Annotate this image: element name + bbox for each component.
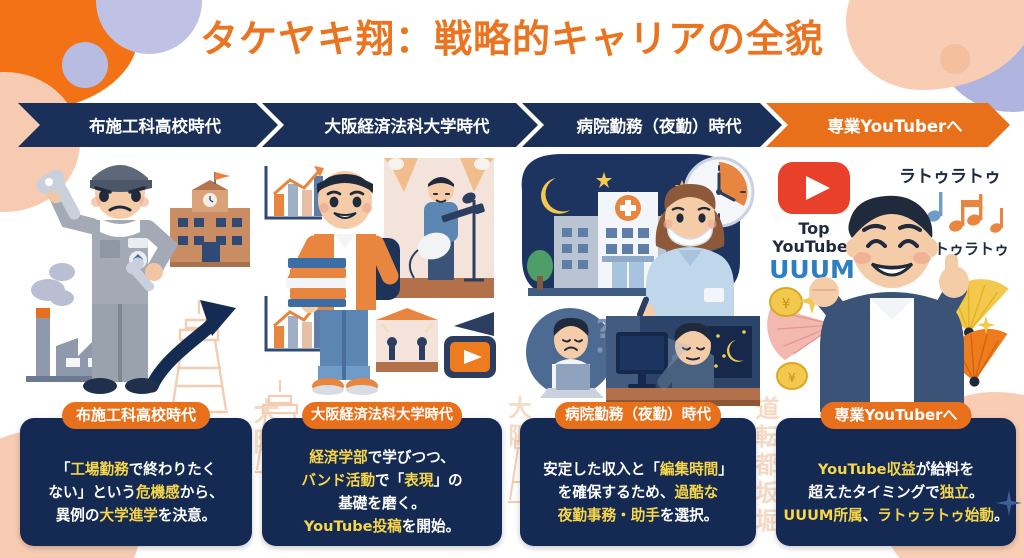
timeline-step-0-label: 布施工科高校時代	[89, 117, 221, 136]
caption-line: 「工場勤務で終わりたく	[56, 458, 217, 481]
caption-text: 「	[55, 460, 71, 478]
caption-badge-3: 専業YouTuberへ	[820, 402, 972, 429]
caption-text: を選択。	[659, 506, 719, 524]
caption-highlight: ラトゥラトゥ始動	[877, 506, 995, 524]
stage-icon	[376, 308, 438, 372]
caption-card-2: 病院勤務（夜勤）時代 安定した収入と「編集時間」を確保するため、過酷な夜勤事務・…	[520, 402, 756, 546]
caption-body-1: 経済学部で学びつつ、バンド活動で「表現」の基礎を磨く。YouTube投稿を開始。	[270, 444, 494, 540]
top-youtuber-label-line1: Top	[798, 219, 829, 238]
caption-body-3: YouTube収益が給料を超えたタイミングで独立。UUUM所属、ラトゥラトゥ始動…	[783, 444, 1008, 540]
caption-text: が給料を	[915, 460, 975, 478]
caption-text: 。	[994, 506, 1009, 524]
svg-text:¥: ¥	[782, 297, 790, 312]
tired-person-desktop-icon	[606, 316, 760, 406]
page-title: タケヤキ翔：戦略的キャリアの全貌	[199, 17, 824, 61]
caption-highlight: 工場勤務	[70, 460, 129, 478]
caption-text: を開始。	[401, 518, 461, 535]
worried-person-laptop-icon: ?	[526, 308, 614, 398]
caption-line: UUUM所属、ラトゥラトゥ始動。	[783, 504, 1008, 527]
caption-highlight: 編集時間	[659, 460, 719, 478]
svg-text:¥: ¥	[788, 371, 796, 385]
caption-body-0: 「工場勤務で終わりたくない」という危機感から、異例の大学進学を決意。	[28, 444, 244, 540]
caption-text: 安定した収入と「	[543, 460, 660, 478]
masked-nurse-icon	[637, 184, 734, 320]
student-with-books-icon	[286, 171, 400, 395]
caption-text: 異例の	[55, 506, 100, 524]
music-note-icon	[927, 192, 1003, 233]
caption-highlight: 危機感	[135, 483, 180, 501]
illustration-university-student	[264, 158, 496, 395]
caption-highlight: 経済学部	[309, 449, 368, 466]
top-youtuber-label-line2: YouTuber	[771, 237, 855, 256]
timeline-step-3-label: 専業YouTuberへ	[827, 117, 963, 136]
ratoura-label-top: ラトゥラトゥ	[899, 167, 1001, 187]
thumbs-up-man-icon	[809, 195, 969, 412]
caption-highlight: 独立	[939, 483, 969, 501]
caption-card-1: 大阪経済法科大学時代 経済学部で学びつつ、バンド活動で「表現」の基礎を磨く。Yo…	[262, 402, 502, 546]
caption-text: を確保するため、	[557, 483, 675, 501]
guitarist-on-stage-icon	[384, 158, 494, 298]
caption-line: を確保するため、過酷な	[558, 481, 719, 504]
caption-highlight: バンド活動	[301, 472, 376, 489]
caption-text: で終わりたく	[128, 460, 217, 478]
caption-line: 異例の大学進学を決意。	[56, 504, 217, 527]
timeline-step-3[interactable]: 専業YouTuberへ	[766, 103, 1010, 147]
school-building-icon	[170, 172, 250, 267]
caption-text: を決意。	[157, 506, 217, 524]
caption-highlight: 大学進学	[99, 506, 158, 524]
caption-text: 超えたタイミングで	[808, 483, 940, 501]
caption-highlight: UUUM所属	[783, 506, 863, 524]
caption-highlight: YouTube投稿	[303, 518, 402, 535]
caption-highlight: 表現	[404, 472, 434, 489]
caption-badge-2: 病院勤務（夜勤）時代	[555, 402, 721, 429]
caption-line: ない」という危機感から、	[48, 481, 223, 504]
timeline-step-1-label: 大阪経済法科大学時代	[324, 117, 490, 136]
timeline-step-2-label: 病院勤務（夜勤）時代	[576, 117, 742, 136]
books-icon	[286, 258, 346, 307]
illustration-factory-worker	[26, 165, 250, 394]
caption-line: 基礎を磨く。	[338, 492, 426, 515]
growth-chart-icon	[264, 166, 324, 220]
uuum-label: UUUM	[769, 255, 855, 284]
caption-highlight: 夜勤事務・助手	[557, 506, 660, 524]
caption-text: 。	[968, 483, 984, 501]
video-camera-icon	[444, 312, 496, 378]
face-mask-icon	[667, 224, 713, 247]
caption-text: ない」という	[48, 483, 136, 501]
timeline-step-2[interactable]: 病院勤務（夜勤）時代	[522, 103, 782, 147]
caption-line: 経済学部で学びつつ、	[309, 446, 454, 469]
caption-text: 」	[718, 460, 733, 478]
caption-line: 夜勤事務・助手を選択。	[558, 504, 719, 527]
caption-text: で学びつつ、	[367, 449, 455, 466]
caption-badge-0: 布施工科高校時代	[61, 402, 211, 429]
caption-card-3: 専業YouTuberへ YouTube収益が給料を超えたタイミングで独立。UUU…	[776, 402, 1016, 546]
caption-card-0: 布施工科高校時代 「工場勤務で終わりたくない」という危機感から、異例の大学進学を…	[20, 402, 252, 546]
ratoura-label-bottom: ラトゥラトゥ	[919, 240, 1009, 258]
caption-text: 」の	[433, 472, 463, 489]
name-tag-icon	[704, 288, 724, 302]
hospital-building-icon	[527, 192, 718, 296]
illustration-pro-youtuber: Top YouTuber UUUM ラトゥラトゥ ラトゥラトゥ	[767, 162, 1009, 412]
illustration-hospital-night-shift: ?	[521, 154, 760, 406]
timeline-ribbon: 布施工科高校時代 大阪経済法科大学時代 病院勤務（夜勤）時代 専業YouTube…	[0, 103, 1024, 147]
caption-highlight: YouTube収益	[817, 460, 916, 478]
caption-line: YouTube投稿を開始。	[304, 515, 460, 538]
caption-text: 基礎を磨く。	[338, 495, 426, 512]
caption-text: から、	[179, 483, 224, 501]
caption-line: 超えたタイミングで独立。	[808, 481, 983, 504]
youtube-logo-icon	[778, 162, 850, 214]
timeline-step-0[interactable]: 布施工科高校時代	[18, 103, 278, 147]
caption-body-2: 安定した収入と「編集時間」を確保するため、過酷な夜勤事務・助手を選択。	[528, 444, 748, 540]
thumb-up-hand	[939, 254, 969, 298]
caption-line: 安定した収入と「編集時間」	[543, 458, 733, 481]
caption-badge-1: 大阪経済法科大学時代	[302, 402, 462, 429]
crescent-moon-icon	[541, 178, 570, 214]
caption-text: 、	[862, 506, 878, 524]
caption-highlight: 過酷な	[674, 483, 719, 501]
caption-line: YouTube収益が給料を	[818, 458, 974, 481]
caption-line: バンド活動で「表現」の	[301, 469, 462, 492]
timeline-step-1[interactable]: 大阪経済法科大学時代	[262, 103, 538, 147]
upward-arrow-icon	[145, 300, 236, 393]
caption-text: で「	[375, 472, 405, 489]
